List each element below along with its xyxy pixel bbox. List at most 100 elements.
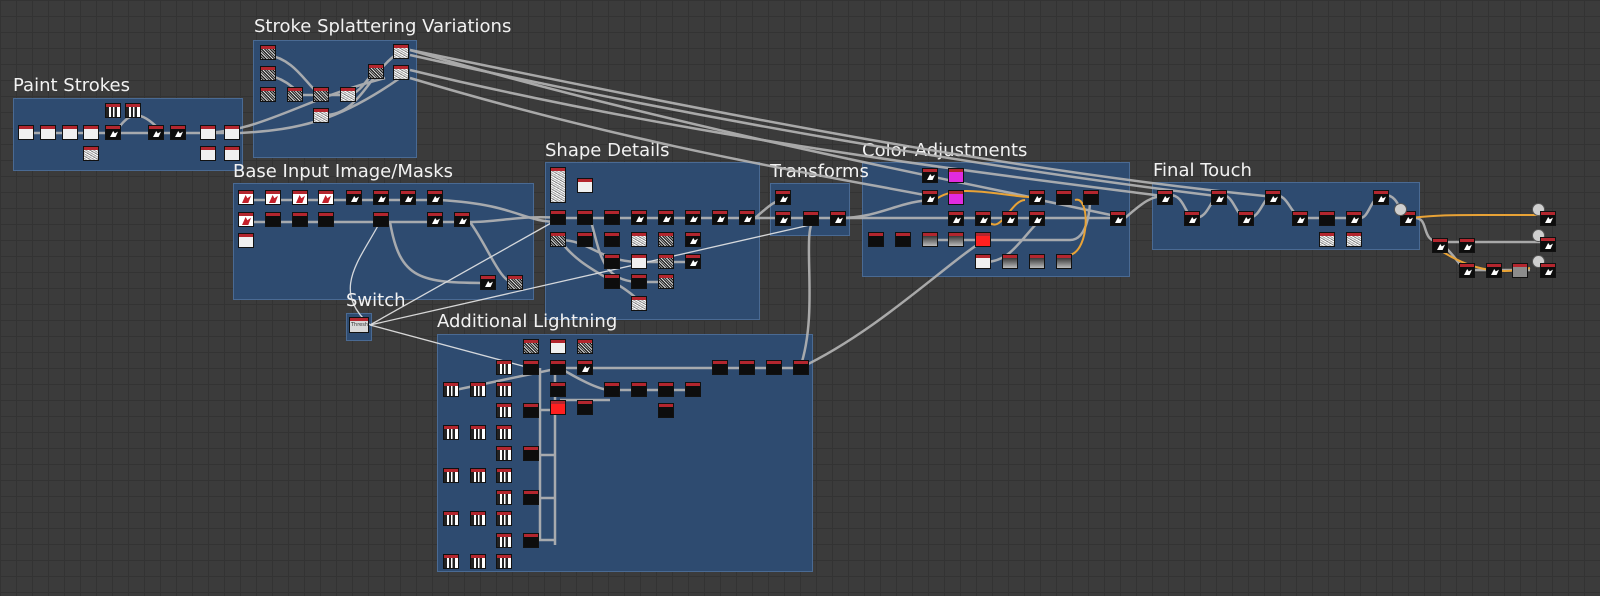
node-input-mask[interactable] — [373, 190, 389, 205]
node-input-mask[interactable] — [454, 212, 470, 227]
node-lightning[interactable] — [550, 382, 566, 397]
node-lightning[interactable] — [470, 468, 486, 483]
node-lightning[interactable] — [577, 339, 593, 354]
node-lightning[interactable] — [496, 403, 512, 418]
node-color-adjust[interactable] — [868, 232, 884, 247]
node-shape-detail[interactable] — [577, 178, 593, 193]
node-input-mask[interactable] — [427, 212, 443, 227]
node-shape-detail[interactable] — [604, 232, 620, 247]
node-final-touch[interactable] — [1238, 211, 1254, 226]
node-shape-detail[interactable] — [685, 232, 701, 247]
node-output[interactable] — [1432, 238, 1448, 253]
node-input-mask[interactable] — [400, 190, 416, 205]
node-shape-detail[interactable] — [577, 232, 593, 247]
node-output[interactable] — [1540, 211, 1556, 226]
node-lightning[interactable] — [496, 468, 512, 483]
node-color-adjust[interactable] — [948, 190, 964, 205]
node-final-touch[interactable] — [1184, 211, 1200, 226]
node-shape-detail[interactable] — [712, 210, 728, 225]
node-input-mask[interactable] — [427, 190, 443, 205]
node-shape-detail[interactable] — [550, 167, 566, 203]
frame-title-stroke-splattering-variations[interactable]: Stroke Splattering Variations — [254, 16, 512, 37]
node-color-adjust[interactable] — [975, 232, 991, 247]
node-color-adjust[interactable] — [1029, 190, 1045, 205]
node-output[interactable] — [1540, 237, 1556, 252]
node-color-adjust[interactable] — [948, 211, 964, 226]
node-shape-detail[interactable] — [631, 254, 647, 269]
node-lightning[interactable] — [443, 425, 459, 440]
node-splatter[interactable] — [340, 87, 356, 102]
node-color-adjust[interactable] — [922, 168, 938, 183]
node-splatter[interactable] — [393, 44, 409, 59]
node-lightning[interactable] — [712, 360, 728, 375]
node-lightning[interactable] — [496, 511, 512, 526]
node-shape-detail[interactable] — [631, 232, 647, 247]
node-color-adjust[interactable] — [975, 254, 991, 269]
node-transform[interactable] — [775, 211, 791, 226]
node-paint-stroke[interactable] — [40, 125, 56, 140]
node-lightning[interactable] — [631, 382, 647, 397]
node-color-adjust[interactable] — [1029, 211, 1045, 226]
node-color-adjust[interactable] — [1110, 211, 1126, 226]
node-splatter[interactable] — [368, 64, 384, 79]
node-lightning[interactable] — [443, 554, 459, 569]
frame-title-transforms[interactable]: Transforms — [770, 161, 869, 182]
node-lightning[interactable] — [523, 446, 539, 461]
frame-title-additional-lightning[interactable]: Additional Lightning — [437, 311, 618, 332]
node-input-mask[interactable] — [346, 190, 362, 205]
node-color-adjust[interactable] — [895, 232, 911, 247]
node-lightning[interactable] — [470, 554, 486, 569]
node-splatter[interactable] — [260, 45, 276, 60]
node-lightning[interactable] — [577, 400, 593, 415]
node-lightning[interactable] — [658, 382, 674, 397]
node-lightning[interactable] — [604, 382, 620, 397]
switch-node[interactable]: Thresh — [349, 317, 369, 333]
node-final-touch[interactable] — [1346, 232, 1362, 247]
node-shape-detail[interactable] — [550, 210, 566, 225]
node-lightning[interactable] — [496, 360, 512, 375]
node-lightning[interactable] — [443, 511, 459, 526]
node-shape-detail[interactable] — [631, 210, 647, 225]
node-shape-detail[interactable] — [685, 210, 701, 225]
node-output[interactable] — [1512, 263, 1528, 278]
frame-title-base-input-image-masks[interactable]: Base Input Image/Masks — [233, 161, 454, 182]
node-output[interactable] — [1540, 263, 1556, 278]
frame-title-final-touch[interactable]: Final Touch — [1153, 160, 1252, 181]
node-lightning[interactable] — [523, 533, 539, 548]
frame-title-shape-details[interactable]: Shape Details — [545, 140, 670, 161]
node-final-touch[interactable] — [1319, 232, 1335, 247]
node-splatter[interactable] — [260, 66, 276, 81]
node-splatter[interactable] — [313, 87, 329, 102]
node-input-mask[interactable] — [507, 275, 523, 290]
frame-title-color-adjustments[interactable]: Color Adjustments — [862, 140, 1028, 161]
node-final-touch[interactable] — [1319, 211, 1335, 226]
node-paint-stroke[interactable] — [83, 146, 99, 161]
node-final-touch[interactable] — [1292, 211, 1308, 226]
frame-color-adjustments[interactable] — [862, 162, 1130, 277]
node-shape-detail[interactable] — [739, 210, 755, 225]
node-paint-stroke[interactable] — [224, 125, 240, 140]
node-lightning[interactable] — [496, 382, 512, 397]
node-shape-detail[interactable] — [604, 210, 620, 225]
node-lightning[interactable] — [496, 490, 512, 505]
frame-title-switch[interactable]: Switch — [346, 290, 406, 311]
node-lightning[interactable] — [793, 360, 809, 375]
node-transform[interactable] — [803, 211, 819, 226]
node-output[interactable] — [1459, 263, 1475, 278]
frame-title-paint-strokes[interactable]: Paint Strokes — [13, 75, 130, 96]
node-lightning[interactable] — [470, 382, 486, 397]
node-lightning[interactable] — [658, 403, 674, 418]
node-lightning[interactable] — [766, 360, 782, 375]
node-lightning[interactable] — [739, 360, 755, 375]
node-final-touch[interactable] — [1373, 190, 1389, 205]
node-shape-detail[interactable] — [658, 254, 674, 269]
node-color-adjust[interactable] — [1083, 190, 1099, 205]
node-input-mask[interactable] — [373, 212, 389, 227]
node-color-adjust[interactable] — [922, 190, 938, 205]
node-lightning[interactable] — [550, 360, 566, 375]
node-lightning[interactable] — [470, 425, 486, 440]
node-lightning[interactable] — [496, 554, 512, 569]
node-color-adjust[interactable] — [948, 168, 964, 183]
node-splatter[interactable] — [260, 87, 276, 102]
output-node[interactable] — [1394, 203, 1407, 216]
